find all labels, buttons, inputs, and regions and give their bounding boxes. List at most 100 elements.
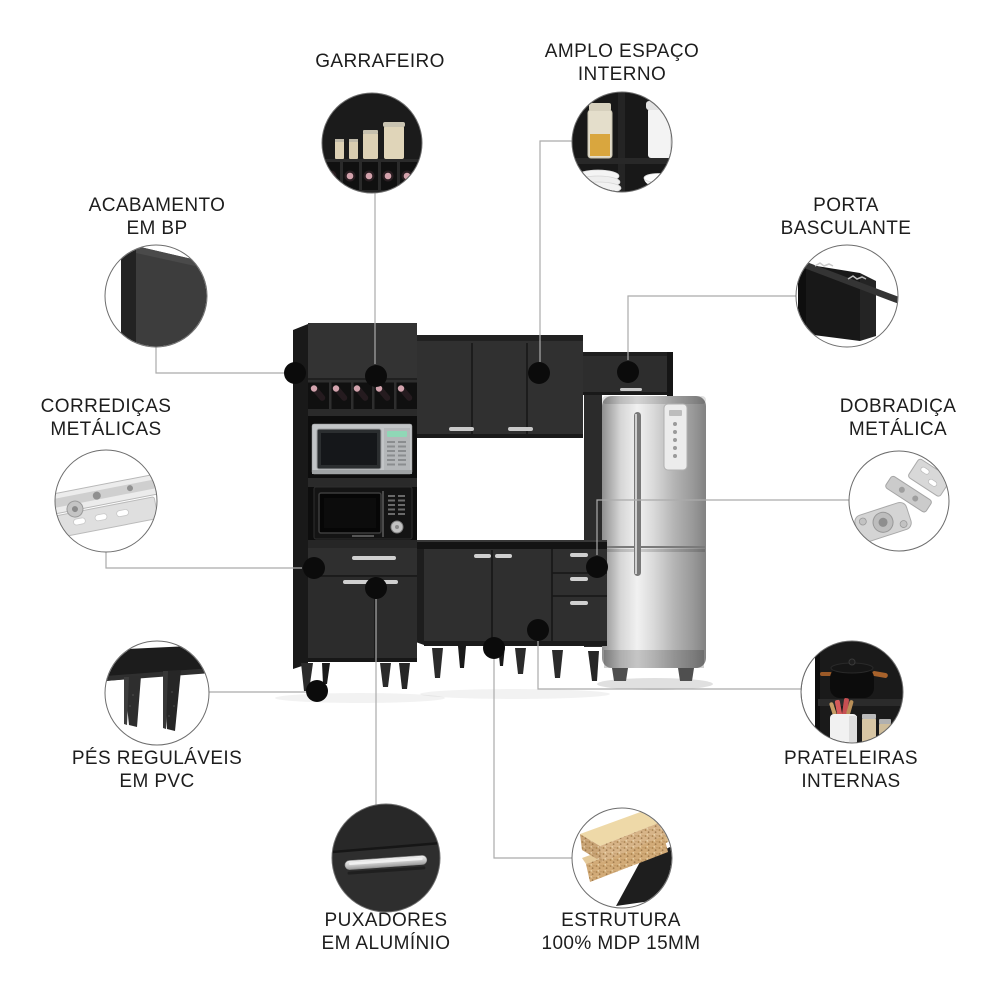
label-line: AMPLO ESPAÇO <box>544 41 700 62</box>
door-gap <box>332 841 440 854</box>
anchor-dot-dobradica <box>586 556 608 578</box>
label-line: EM ALUMÍNIO <box>321 932 451 954</box>
glass-jar <box>587 103 613 159</box>
tall-tower-cabinet <box>293 323 417 691</box>
label-line: ESTRUTURA <box>561 910 681 931</box>
connector-amplo-espaco <box>539 140 574 362</box>
anchor-dot-porta-basculante <box>617 361 639 383</box>
stainless-microwave <box>311 423 413 475</box>
wine-rack <box>308 380 417 409</box>
wine-bottles <box>310 385 413 401</box>
lifted-door <box>804 261 898 304</box>
fridge-foot <box>678 668 694 681</box>
label-line: METÁLICA <box>848 418 948 440</box>
connector-dobradica <box>596 499 849 555</box>
anchor-dot-corredicas <box>303 557 325 579</box>
dobradica-photo <box>848 450 950 552</box>
anchor-dot-estrutura <box>483 637 505 659</box>
black-pot <box>820 658 888 698</box>
anchor-dot-puxadores <box>365 577 387 599</box>
cabinet-foot <box>399 663 410 689</box>
fridge-control-panel <box>663 403 688 471</box>
label-line: PRATELEIRAS <box>784 748 918 769</box>
connector-corredicas <box>105 552 302 569</box>
cabinet-foot <box>515 648 526 674</box>
base-door-handle <box>495 554 512 558</box>
acabamento-bp-photo <box>104 244 208 348</box>
base-cabinet <box>413 540 607 681</box>
callout-label-garrafeiro: GARRAFEIRO <box>260 51 500 74</box>
tower-drawer <box>308 548 417 576</box>
panel-edge <box>121 246 136 347</box>
label-line: PÉS REGULÁVEIS <box>71 748 243 769</box>
label-line: METÁLICAS <box>50 418 162 440</box>
connector-porta-basculante <box>627 295 796 360</box>
porta-basculante-photo <box>795 244 899 348</box>
corredicas-photo <box>54 449 158 553</box>
wall-cabinets <box>417 335 673 438</box>
cabinet-foot <box>588 651 599 681</box>
estrutura-photo <box>571 807 673 909</box>
anchor-dots <box>284 361 639 702</box>
garrafeiro-photo <box>321 92 423 194</box>
mdp-boards <box>580 810 672 906</box>
board-top-surface <box>580 810 666 846</box>
base-door-handle <box>474 554 491 558</box>
connector-prateleiras <box>537 641 802 690</box>
label-line: EM BP <box>126 217 188 239</box>
prateleiras-photo <box>800 640 904 744</box>
label-line: BASCULANTE <box>780 217 912 239</box>
label-line: INTERNO <box>577 63 667 85</box>
cabinet-foot <box>552 650 563 678</box>
tower-top-door <box>308 323 417 379</box>
connector-estrutura <box>493 659 572 859</box>
label-line: PORTA <box>813 195 879 216</box>
panel-front <box>136 246 207 347</box>
label-line: INTERNAS <box>801 770 901 792</box>
plates-stack <box>574 169 622 192</box>
wall-cabinet-handle <box>508 427 533 431</box>
white-canister <box>646 96 672 158</box>
wall-cabinet-handle <box>449 427 474 431</box>
canisters <box>335 122 405 159</box>
drawer-slide <box>55 473 157 538</box>
tower-door-handle <box>343 580 370 584</box>
anchor-dot-pes <box>306 680 328 702</box>
anchor-dot-prateleiras <box>527 619 549 641</box>
countertop <box>413 542 607 549</box>
anchor-dot-amplo-espaco <box>528 362 550 384</box>
label-line: EM PVC <box>119 770 195 792</box>
drawer-unit <box>552 553 607 605</box>
pes-pvc-photo <box>104 640 210 746</box>
shelf-board <box>818 699 903 706</box>
tower-doors <box>308 577 417 660</box>
label-line: PUXADORES <box>324 910 448 931</box>
tower-drawer-handle <box>352 556 396 560</box>
hinge-mark <box>847 275 867 280</box>
amplo-espaco-photo <box>571 91 673 193</box>
label-line: GARRAFEIRO <box>315 51 445 72</box>
utensil-crock <box>829 698 857 743</box>
label-line: 100% MDP 15MM <box>541 932 701 954</box>
anchor-dot-garrafeiro <box>365 365 387 387</box>
puxadores-photo <box>331 803 441 913</box>
connector-lines <box>105 140 849 859</box>
aluminum-handle <box>344 855 428 875</box>
cabinet-foot <box>432 648 443 678</box>
kitchen-cabinet-set-illustration <box>275 323 713 703</box>
hinge-mark <box>814 262 834 267</box>
label-line: ACABAMENTO <box>88 195 226 216</box>
refrigerator <box>602 396 706 681</box>
label-line: CORREDIÇAS <box>40 396 172 417</box>
label-line: DOBRADIÇA <box>839 396 957 417</box>
